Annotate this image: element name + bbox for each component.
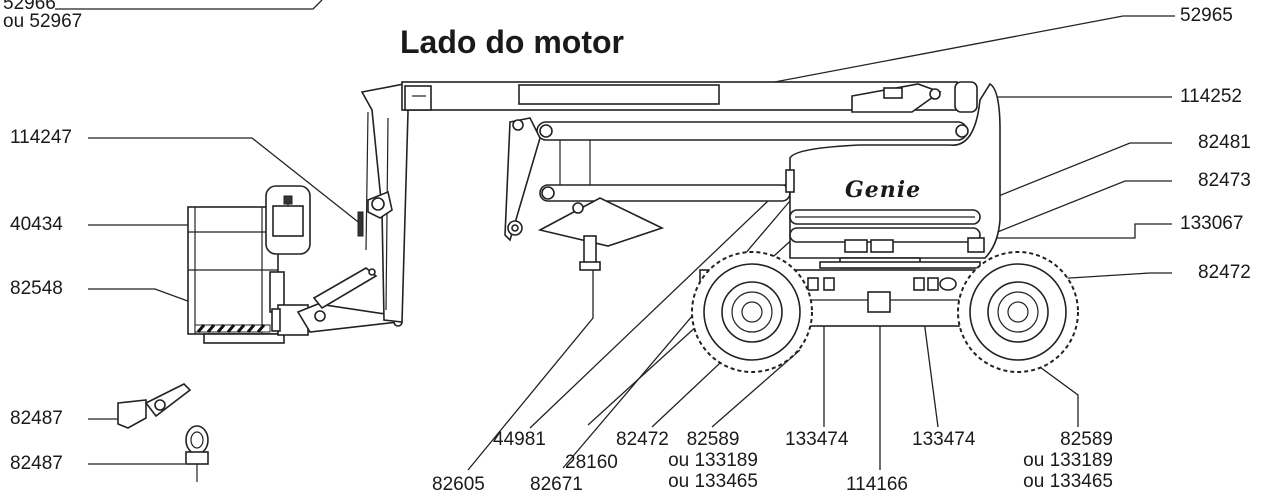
- label-133474-left: 133474: [785, 429, 849, 450]
- component-82487-b: [185, 425, 209, 482]
- label-133474-right: 133474: [912, 429, 976, 450]
- label-82671: 82671: [530, 474, 583, 495]
- brand-logo: Genie: [845, 177, 922, 203]
- label-114252: 114252: [1180, 86, 1242, 107]
- platform: [187, 185, 311, 344]
- label-133465-right: ou 133465: [1023, 471, 1113, 492]
- label-133189-left: ou 133189: [668, 450, 758, 471]
- label-133465-left: ou 133465: [668, 471, 758, 492]
- label-40434: 40434: [10, 214, 63, 235]
- label-82589-left: 82589: [686, 429, 740, 450]
- lower-booms: [504, 117, 969, 271]
- label-52966: 52966: [3, 0, 56, 14]
- label-82589-right: 82589: [1060, 429, 1113, 450]
- label-82548: 82548: [10, 278, 63, 299]
- label-82472-bottom: 82472: [616, 429, 669, 450]
- label-52965: 52965: [1180, 5, 1233, 26]
- label-28160: 28160: [565, 452, 618, 473]
- label-133067: 133067: [1180, 213, 1244, 234]
- label-133189-right: ou 133189: [1023, 450, 1113, 471]
- main-boom: [401, 81, 978, 113]
- jib-and-riser: [296, 83, 409, 333]
- turntable: [785, 82, 1001, 269]
- label-44981: 44981: [493, 429, 546, 450]
- wheel-right: [957, 251, 1079, 373]
- label-52967: ou 52967: [3, 11, 83, 32]
- label-82473: 82473: [1198, 170, 1251, 191]
- component-82487-a: [117, 383, 192, 429]
- label-114247: 114247: [10, 127, 72, 148]
- label-82605: 82605: [432, 474, 485, 495]
- label-82487-a: 82487: [10, 408, 63, 429]
- label-114166: 114166: [846, 474, 908, 495]
- label-82481: 82481: [1198, 132, 1251, 153]
- wheel-left: [691, 251, 813, 373]
- label-82487-b: 82487: [10, 453, 63, 474]
- label-82472-right: 82472: [1198, 262, 1251, 283]
- diagram-title: Lado do motor: [400, 24, 624, 60]
